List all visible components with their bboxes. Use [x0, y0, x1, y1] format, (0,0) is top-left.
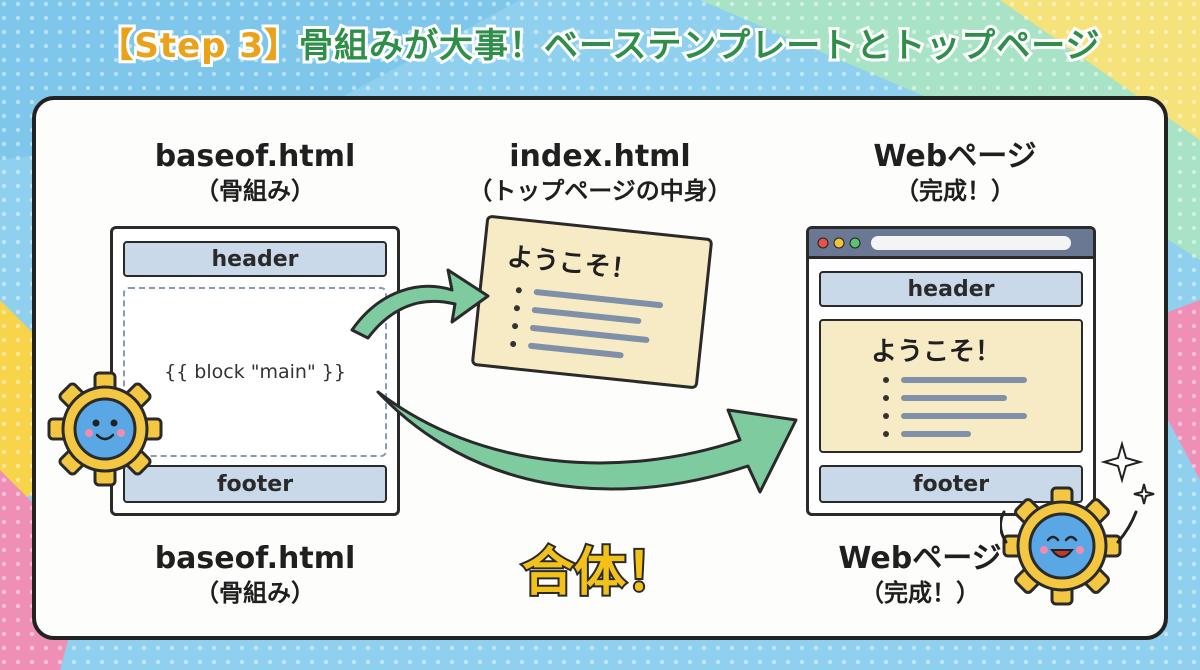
right-caption-title: Webページ	[838, 541, 1002, 576]
browser-toolbar	[809, 229, 1093, 259]
page-footer: footer	[819, 465, 1083, 503]
left-heading-title: baseof.html	[154, 139, 356, 174]
bullet-line	[901, 377, 1027, 383]
bullet-line	[901, 395, 1007, 401]
bullet-dot	[883, 431, 889, 437]
bullet-dot	[509, 340, 517, 348]
combine-label: 合体！	[520, 541, 680, 605]
bullet-dot	[883, 377, 889, 383]
left-caption: baseof.html （骨組み）	[120, 540, 390, 608]
bullet-line	[901, 413, 1027, 419]
left-heading-sub: （骨組み）	[195, 176, 315, 205]
left-caption-title: baseof.html	[154, 541, 356, 576]
gear-mascot-icon	[47, 371, 163, 487]
main-block-slot: {{ block "main" }}	[123, 287, 387, 457]
template-footer: footer	[123, 465, 387, 503]
right-heading-title: Webページ	[873, 139, 1037, 174]
bullet-dot	[883, 395, 889, 401]
bullet-line	[531, 306, 642, 325]
index-content-card: ようこそ！	[470, 214, 714, 390]
page-title: 【Step 3】骨組みが大事！ベーステンプレートとトップページ	[0, 18, 1200, 69]
card-title: ようこそ！	[505, 241, 639, 286]
bullet-line	[529, 324, 650, 344]
middle-heading: index.html （トップページの中身）	[440, 138, 760, 206]
page-content: ようこそ！	[819, 319, 1083, 453]
middle-heading-title: index.html	[509, 139, 691, 174]
page-header: header	[819, 271, 1083, 307]
bullet-dot	[513, 304, 521, 312]
sparkle-icon	[1100, 440, 1155, 505]
left-caption-sub: （骨組み）	[195, 578, 315, 607]
bullet-dot	[883, 413, 889, 419]
browser-controls-icon	[817, 236, 1071, 250]
template-header: header	[123, 241, 387, 277]
bullet-line	[527, 342, 624, 359]
middle-heading-sub: （トップページの中身）	[468, 176, 732, 205]
right-heading-sub: （完成！）	[895, 176, 1015, 205]
content-title: ようこそ！	[871, 337, 1002, 367]
bullet-line	[901, 431, 971, 437]
right-heading: Webページ （完成！）	[820, 138, 1090, 206]
title-step: 【Step 3】	[96, 23, 301, 69]
bullet-dot	[511, 322, 519, 330]
gear-mascot-icon	[1000, 486, 1138, 606]
bullet-dot	[515, 286, 523, 294]
right-caption: Webページ （完成！）	[810, 540, 1030, 608]
title-text: 骨組みが大事！ベーステンプレートとトップページ	[296, 23, 1103, 69]
bullet-line	[533, 288, 664, 309]
right-caption-sub: （完成！）	[860, 578, 980, 607]
left-heading: baseof.html （骨組み）	[120, 138, 390, 206]
browser-window: header ようこそ！ footer	[806, 226, 1096, 516]
